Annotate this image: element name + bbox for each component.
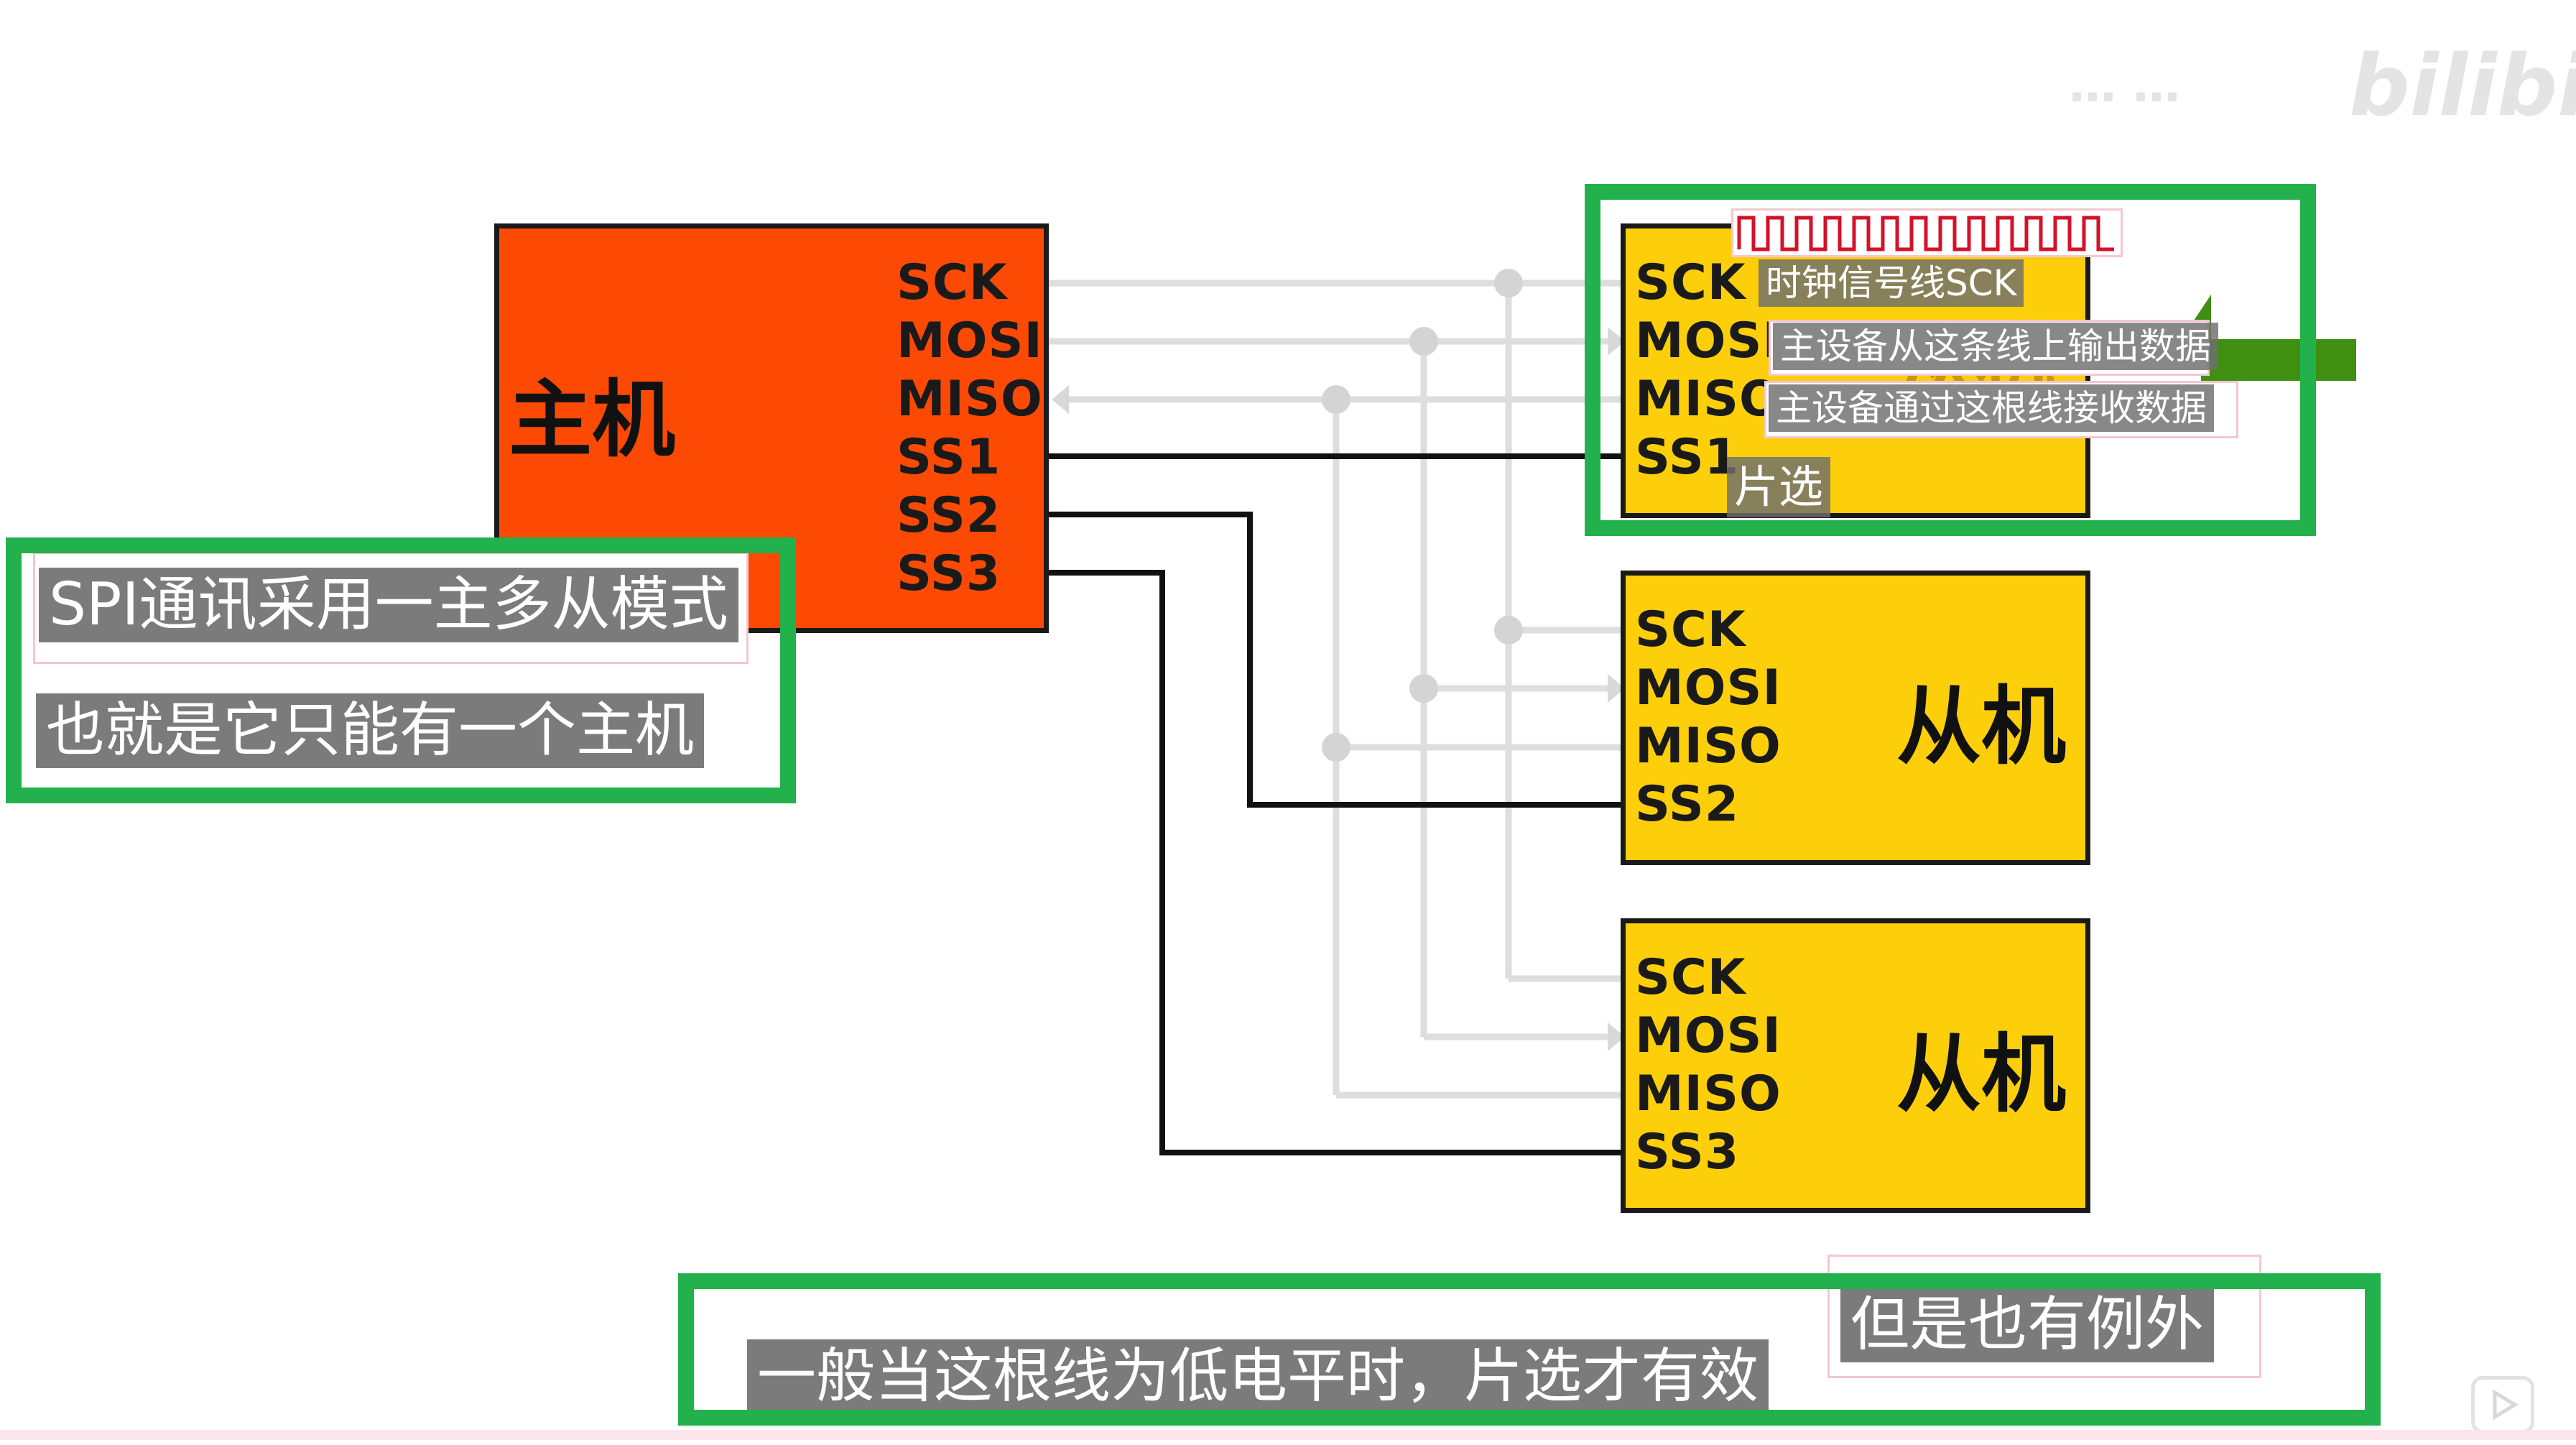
slave-1-pin-sck: SCK	[1635, 254, 1746, 311]
highlight-frame-bottom-subtitles	[678, 1273, 2381, 1426]
clock-waveform	[1731, 208, 2123, 257]
annotation-mosi: 主设备从这条线上输出数据	[1773, 323, 2218, 370]
master-pin-ss2: SS2	[896, 487, 1001, 544]
slave-3-pin-ss3: SS3	[1635, 1124, 1740, 1181]
master-block	[494, 223, 1049, 633]
slave-block-3	[1621, 918, 2090, 1213]
highlight-frame-slave-1	[1585, 184, 2316, 536]
subtitle-bottom-main: 一般当这根线为低电平时，片选才有效	[747, 1339, 1769, 1414]
slave-1-pin-mosi: MOSI	[1635, 313, 1782, 369]
player-icon[interactable]	[2471, 1376, 2534, 1434]
slave-2-title: 从机	[1896, 677, 2067, 776]
subtitle-left-line1: SPI通讯采用一主多从模式	[39, 568, 738, 642]
master-pin-miso: MISO	[896, 371, 1043, 428]
slave-2-pin-ss2: SS2	[1635, 776, 1740, 833]
subtitle-bottom-popup: 但是也有例外	[1840, 1288, 2215, 1362]
slave-block-2	[1621, 571, 2090, 865]
master-pin-ss1: SS1	[896, 429, 1001, 486]
annotation-ss: 片选	[1727, 457, 1831, 517]
master-pin-ss3: SS3	[896, 545, 1001, 602]
slave-2-pin-miso: MISO	[1635, 718, 1782, 775]
slave-2-pin-mosi: MOSI	[1635, 660, 1782, 716]
master-pin-sck: SCK	[896, 254, 1008, 311]
slave-3-pin-mosi: MOSI	[1635, 1007, 1782, 1064]
select-lines	[1047, 453, 1625, 1155]
highlight-frame-left-subtitles	[6, 537, 796, 803]
watermark-channel: … …	[2069, 57, 2180, 113]
clock-wave-svg	[1737, 216, 2114, 251]
annotation-miso: 主设备通过这根线接收数据	[1769, 384, 2214, 432]
slave-2-pin-sck: SCK	[1635, 601, 1746, 658]
slave-3-pin-miso: MISO	[1635, 1066, 1782, 1122]
progress-strip	[0, 1430, 2576, 1440]
annotation-sck: 时钟信号线SCK	[1759, 259, 2024, 307]
slave-3-pin-sck: SCK	[1635, 949, 1746, 1006]
slave-1-pin-miso: MISO	[1635, 371, 1782, 428]
master-pin-mosi: MOSI	[896, 313, 1043, 369]
bus-arrows	[1052, 327, 1625, 1051]
bus-junctions	[1322, 269, 1523, 762]
play-icon	[2493, 1389, 2519, 1421]
subtitle-left-line2: 也就是它只能有一个主机	[36, 693, 705, 768]
master-title: 主机	[509, 371, 675, 468]
slave-1-pin-ss1: SS1	[1635, 429, 1740, 486]
slave-3-title: 从机	[1896, 1025, 2067, 1124]
watermark-brand: bilibili	[2349, 36, 2576, 135]
